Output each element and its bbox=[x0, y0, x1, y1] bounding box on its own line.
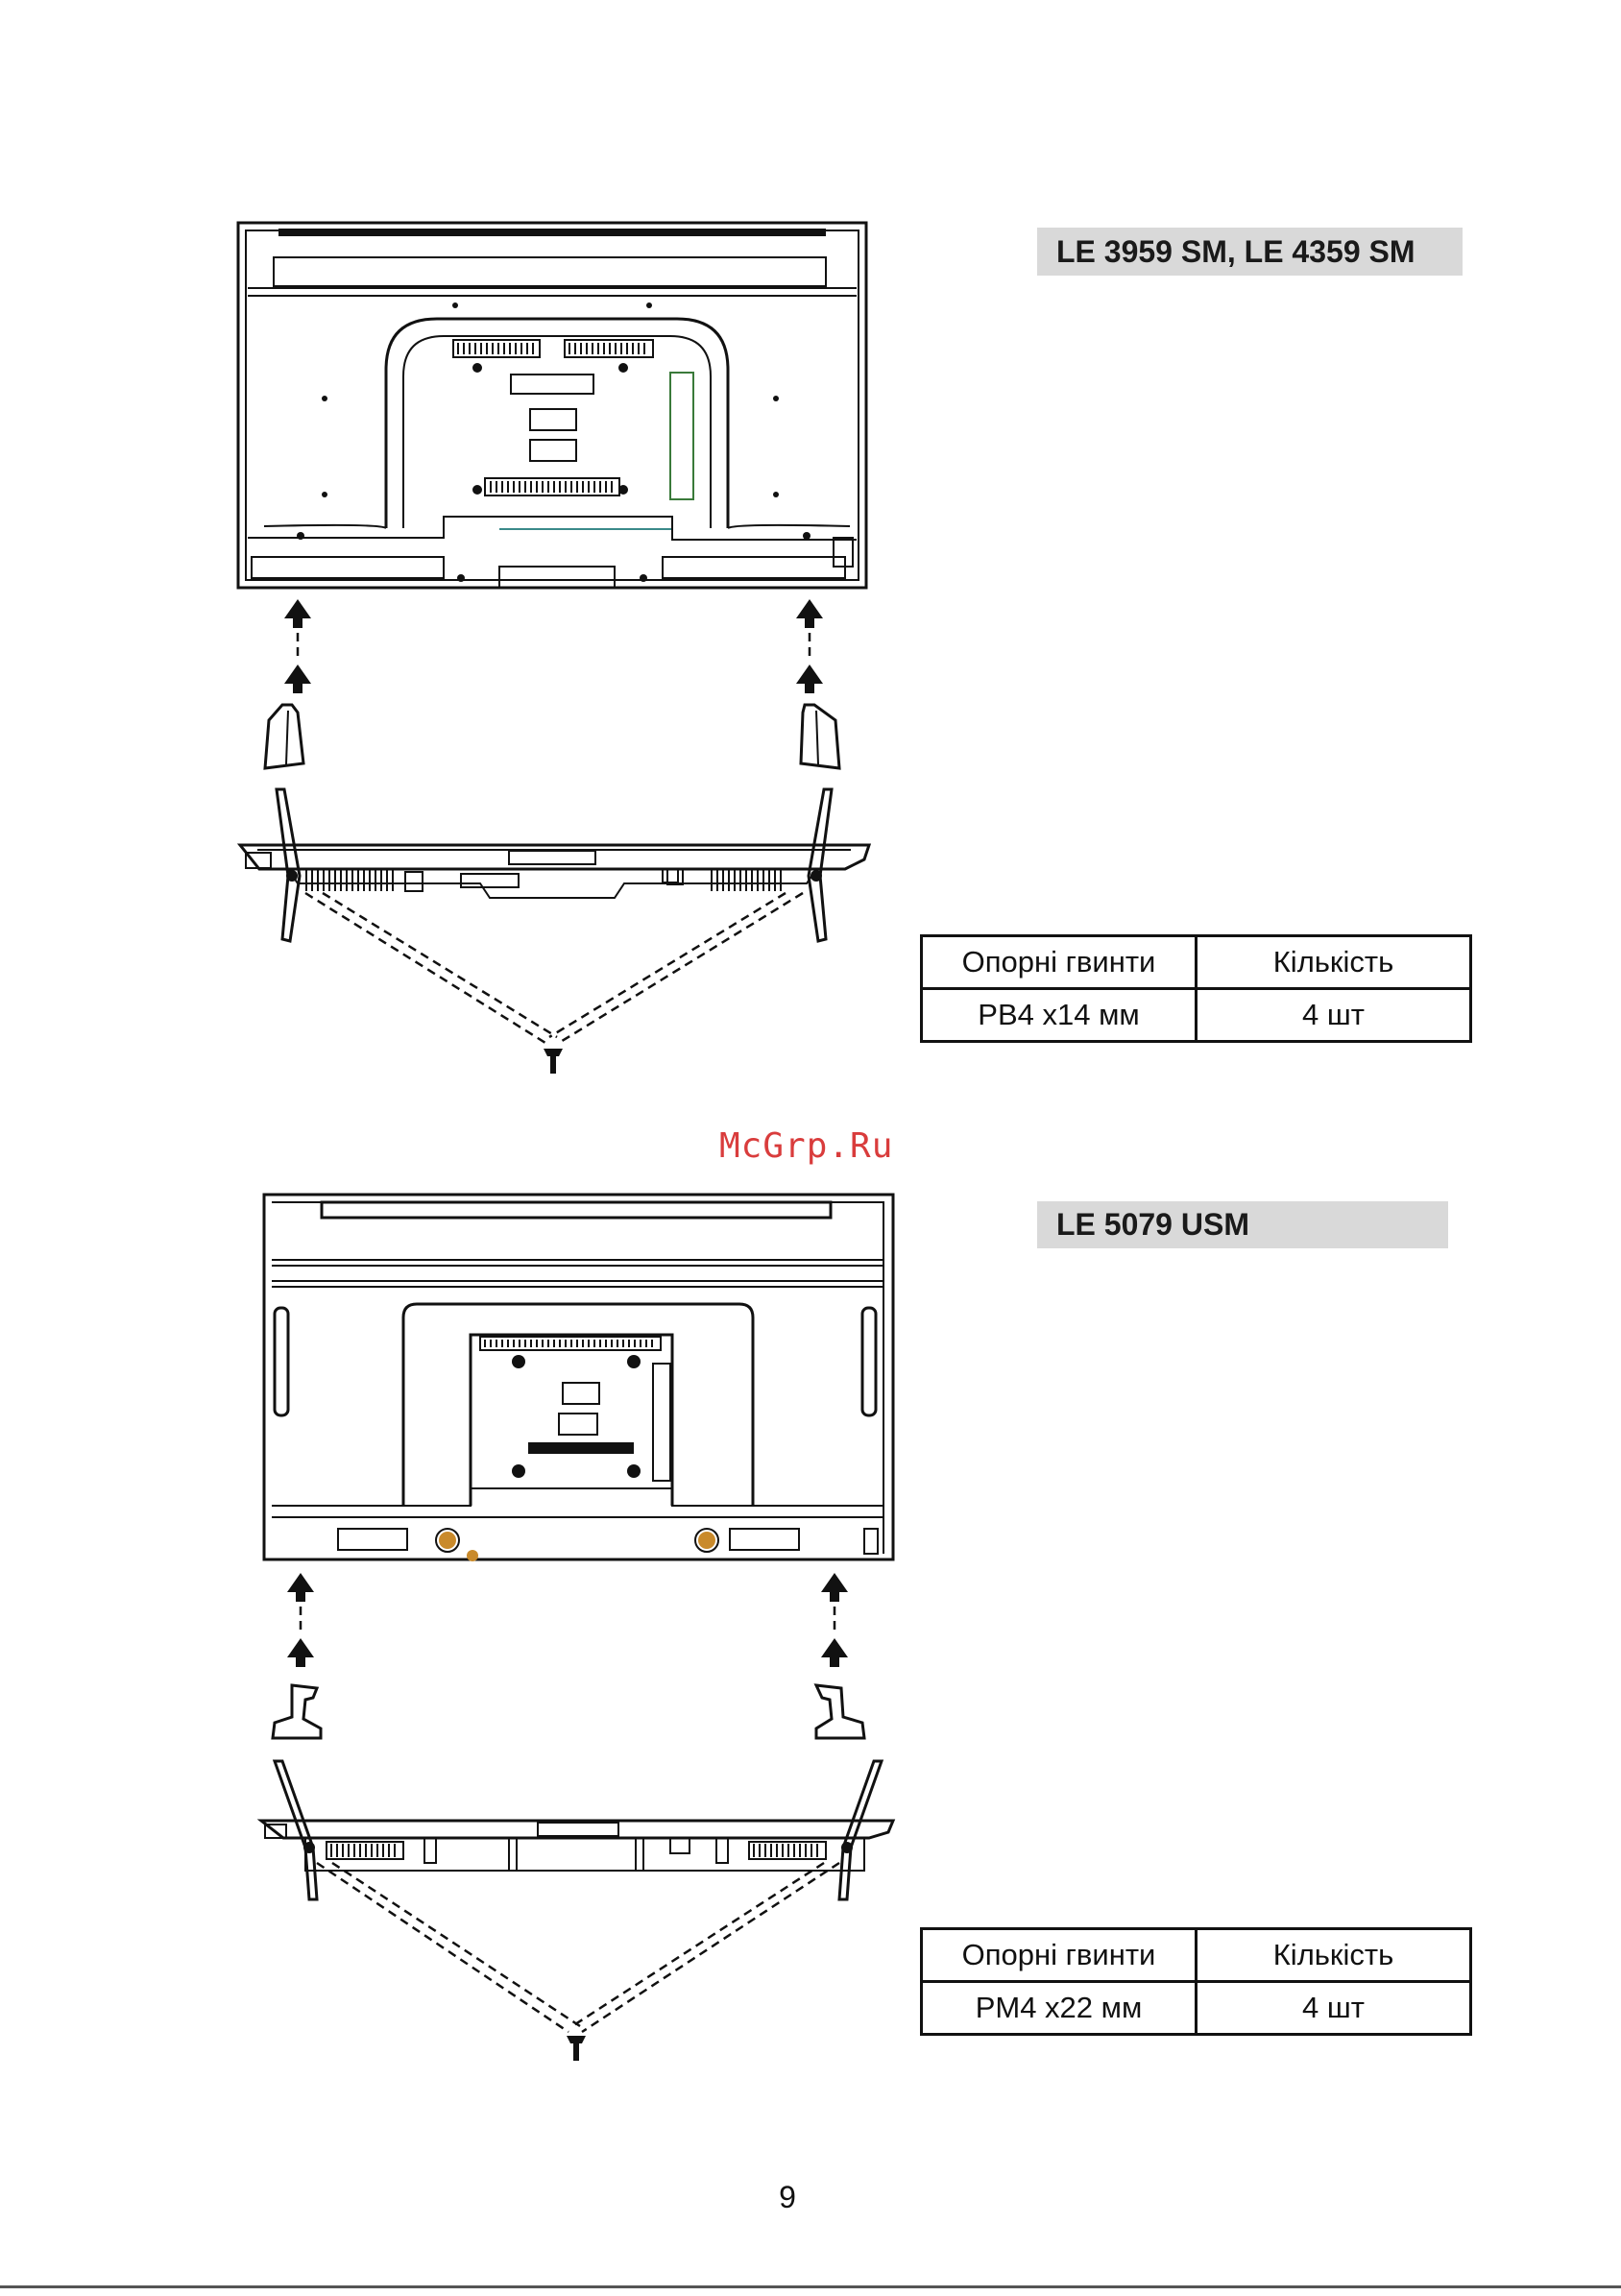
stand-pieces-1 bbox=[265, 705, 839, 768]
table-cell: PM4 x22 мм bbox=[922, 1982, 1197, 2035]
model-label-1: LE 3959 SM, LE 4359 SM bbox=[1037, 228, 1463, 276]
screw-guide-lines-2 bbox=[317, 1863, 839, 2061]
tv-back-illustration-2 bbox=[264, 1195, 893, 1561]
model-label-2: LE 5079 USM bbox=[1037, 1201, 1448, 1248]
screw-table-2: Опорні гвинти Кількість PM4 x22 мм 4 шт bbox=[920, 1927, 1472, 2036]
watermark: McGrp.Ru bbox=[719, 1126, 893, 1166]
table-header-cell: Кількість bbox=[1197, 936, 1471, 989]
model-name-2: LE 5079 USM bbox=[1056, 1207, 1249, 1243]
table-cell: PB4 x14 мм bbox=[922, 989, 1197, 1042]
tv-bottom-illustration-1 bbox=[240, 789, 869, 941]
page-number: 9 bbox=[0, 2180, 1575, 2215]
upward-arrows-1 bbox=[284, 599, 823, 693]
table-cell: 4 шт bbox=[1197, 989, 1471, 1042]
bottom-divider bbox=[0, 2285, 1621, 2288]
table-header-cell: Кількість bbox=[1197, 1929, 1471, 1982]
screw-guide-lines-1 bbox=[305, 893, 803, 1074]
model-name-1: LE 3959 SM, LE 4359 SM bbox=[1056, 234, 1415, 270]
table-row: PM4 x22 мм 4 шт bbox=[922, 1982, 1471, 2035]
table-header-row: Опорні гвинти Кількість bbox=[922, 1929, 1471, 1982]
table-header-cell: Опорні гвинти bbox=[922, 936, 1197, 989]
table-cell: 4 шт bbox=[1197, 1982, 1471, 2035]
screw-table-1: Опорні гвинти Кількість PB4 x14 мм 4 шт bbox=[920, 934, 1472, 1043]
table-header-cell: Опорні гвинти bbox=[922, 1929, 1197, 1982]
stand-pieces-2 bbox=[273, 1685, 864, 1738]
table-row: PB4 x14 мм 4 шт bbox=[922, 989, 1471, 1042]
tv-back-illustration-1 bbox=[238, 223, 866, 588]
upward-arrows-2 bbox=[287, 1573, 848, 1667]
table-header-row: Опорні гвинти Кількість bbox=[922, 936, 1471, 989]
